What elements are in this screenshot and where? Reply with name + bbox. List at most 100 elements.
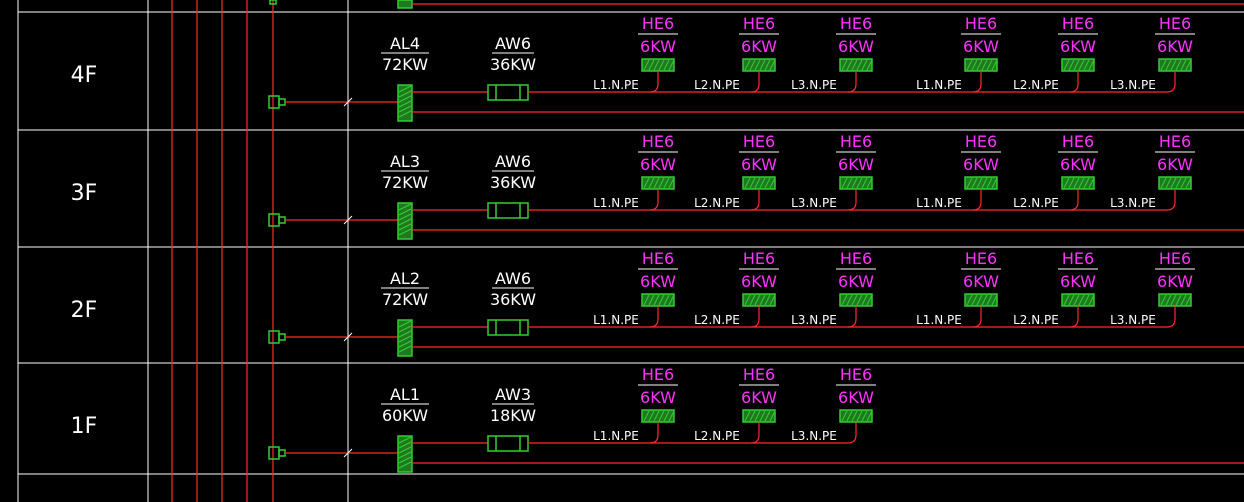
load-power: 6KW: [1060, 37, 1096, 56]
load-power: 6KW: [963, 155, 999, 174]
heater-hatch: [749, 410, 756, 422]
phase-label: L2.N.PE: [1013, 196, 1059, 210]
panel-hatch: [398, 436, 412, 444]
heater-hatch: [1160, 294, 1167, 306]
load-name: HE6: [840, 249, 872, 268]
heater-hatch: [1185, 294, 1192, 306]
heater-hatch: [976, 59, 983, 71]
load-name: HE6: [965, 249, 997, 268]
heater-hatch: [861, 410, 868, 422]
heater-hatch: [1073, 59, 1080, 71]
panel-hatch: [398, 218, 412, 226]
heater-hatch: [643, 177, 650, 189]
load-name: HE6: [965, 14, 997, 33]
panel-name: AL1: [390, 385, 420, 404]
panel-hatch: [398, 446, 412, 454]
heater-hatch: [658, 59, 665, 71]
load-drop-wire: [847, 71, 857, 93]
heater-hatch: [1078, 59, 1085, 71]
heater-hatch: [754, 410, 761, 422]
heater-hatch: [759, 410, 766, 422]
meter-body: [487, 319, 529, 336]
panel-hatch: [398, 228, 412, 236]
heater-hatch: [658, 177, 665, 189]
heater-hatch: [856, 177, 863, 189]
load-name: HE6: [840, 14, 872, 33]
load-drop-wire: [1069, 71, 1079, 93]
load-drop-wire: [750, 71, 760, 93]
heater-hatch: [866, 294, 873, 306]
heater-hatch: [754, 177, 761, 189]
heater-hatch: [1170, 294, 1177, 306]
load-power: 6KW: [838, 272, 874, 291]
heater-hatch: [663, 177, 670, 189]
load-power: 6KW: [640, 37, 676, 56]
panel-hatch: [398, 345, 412, 353]
heater-load: HE6 6KW L1.N.PE: [593, 14, 678, 93]
heater-hatch: [769, 177, 776, 189]
heater-hatch: [1063, 177, 1070, 189]
heater-hatch: [653, 294, 660, 306]
load-drop-wire: [972, 189, 982, 211]
load-power: 6KW: [1157, 155, 1193, 174]
panel-hatch: [398, 208, 412, 216]
floor-label: 2F: [71, 298, 98, 323]
distribution-panel: [397, 319, 413, 357]
heater-hatch: [1088, 294, 1095, 306]
phase-label: L1.N.PE: [593, 78, 639, 92]
heater-hatch: [663, 59, 670, 71]
panel-hatch: [398, 461, 412, 469]
load-drop-wire: [972, 306, 982, 328]
floor-row-1f: 1FAL160KWAW318KWHE66KWL1.N.PEHE66KWL2.N.…: [71, 365, 1244, 473]
heater-hatch: [1068, 294, 1075, 306]
heater-hatch: [971, 177, 978, 189]
heater-hatch: [841, 410, 848, 422]
load-drop-wire: [1166, 71, 1176, 93]
load-name: HE6: [642, 14, 674, 33]
meter-power: 36KW: [490, 173, 536, 192]
panel-hatch: [398, 85, 412, 93]
heater-hatch: [643, 410, 650, 422]
panel-hatch: [398, 213, 412, 221]
heater-hatch: [769, 410, 776, 422]
heater-hatch: [851, 177, 858, 189]
metering-unit: [487, 435, 529, 452]
load-drop-wire: [649, 189, 659, 211]
meter-name: AW3: [495, 385, 531, 404]
feeder-tick-mark: [343, 97, 353, 107]
riser-bus: [171, 0, 1244, 502]
heater-hatch: [643, 59, 650, 71]
load-name: HE6: [743, 14, 775, 33]
meter-power: 36KW: [490, 290, 536, 309]
load-name: HE6: [642, 365, 674, 384]
load-drop-wire: [972, 71, 982, 93]
panel-power: 72KW: [382, 55, 428, 74]
heater-hatch: [846, 410, 853, 422]
panel-hatch: [398, 320, 412, 328]
heater-hatch: [846, 294, 853, 306]
load-name: HE6: [1062, 249, 1094, 268]
panel-hatch: [398, 100, 412, 108]
heater-hatch: [1185, 59, 1192, 71]
phase-label: L3.N.PE: [791, 429, 837, 443]
floor-label: 4F: [71, 63, 98, 88]
heater-hatch: [846, 59, 853, 71]
heater-hatch: [653, 177, 660, 189]
heater-hatch: [1088, 177, 1095, 189]
floor-row-3f: 3FAL372KWAW636KWHE66KWL1.N.PEHE66KWL2.N.…: [71, 132, 1244, 240]
heater-hatch: [1175, 59, 1182, 71]
meter-body: [487, 435, 529, 452]
heater-hatch: [856, 410, 863, 422]
load-drop-wire: [750, 422, 760, 444]
heater-hatch: [668, 177, 675, 189]
panel-hatch: [398, 203, 412, 211]
load-drop-wire: [1166, 189, 1176, 211]
heater-hatch: [861, 294, 868, 306]
heater-hatch: [841, 59, 848, 71]
panel-hatch: [398, 335, 412, 343]
heater-hatch: [653, 410, 660, 422]
load-name: HE6: [743, 249, 775, 268]
